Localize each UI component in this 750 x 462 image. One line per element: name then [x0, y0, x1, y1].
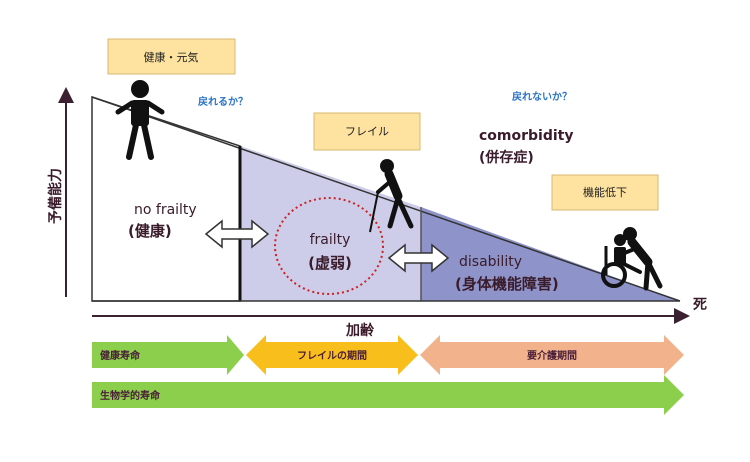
- double-arrow-icon: [204, 219, 270, 249]
- frailty-jp: (虚弱): [308, 254, 352, 272]
- wheelchair-caregiver-icon: [601, 227, 663, 291]
- healthy-box-label: 健康・元気: [144, 50, 199, 64]
- disability-en: disability: [459, 254, 522, 270]
- double-arrow-icon: [387, 243, 450, 273]
- frailty-period-label: フレイルの期間: [297, 349, 367, 362]
- death-label: 死: [692, 297, 707, 313]
- can-return-text: 戻れるか？: [197, 95, 248, 108]
- cannot-return-text: 戻れないか？: [511, 90, 572, 103]
- x-axis-label: 加齢: [345, 322, 375, 339]
- healthy-life-label: 健康寿命: [100, 349, 141, 362]
- frailty-box-label: フレイル: [345, 125, 389, 138]
- biological-life-label: 生物学的寿命: [100, 389, 161, 402]
- standing-person-icon: [115, 80, 165, 160]
- frailty-period-arrow: [246, 335, 418, 375]
- disability-zone: [421, 207, 680, 301]
- function-decline-box: [551, 174, 659, 211]
- decline-line: [91, 96, 681, 302]
- frailty-zone: [240, 146, 421, 301]
- disability-jp: (身体機能障害): [455, 275, 559, 293]
- healthy-box: [107, 38, 236, 75]
- y-axis-label: 予備能力: [47, 168, 64, 224]
- no-frailty-en: no frailty: [134, 202, 197, 218]
- comorbidity-en: comorbidity: [479, 128, 574, 144]
- frailty-dotted-circle: [274, 197, 384, 295]
- no-frailty-zone: [91, 95, 241, 302]
- no-frailty-jp: (健康): [128, 222, 172, 240]
- walking-cane-person-icon: [369, 159, 414, 233]
- healthy-life-arrow: [92, 335, 244, 375]
- biological-life-arrow: [92, 375, 684, 415]
- care-period-arrow: [420, 335, 684, 375]
- frailty-box: [313, 112, 421, 151]
- frailty-en: frailty: [310, 232, 351, 248]
- comorbidity-jp: (併存症): [479, 149, 534, 166]
- function-decline-box-label: 機能低下: [583, 185, 627, 199]
- care-period-label: 要介護期間: [527, 349, 577, 362]
